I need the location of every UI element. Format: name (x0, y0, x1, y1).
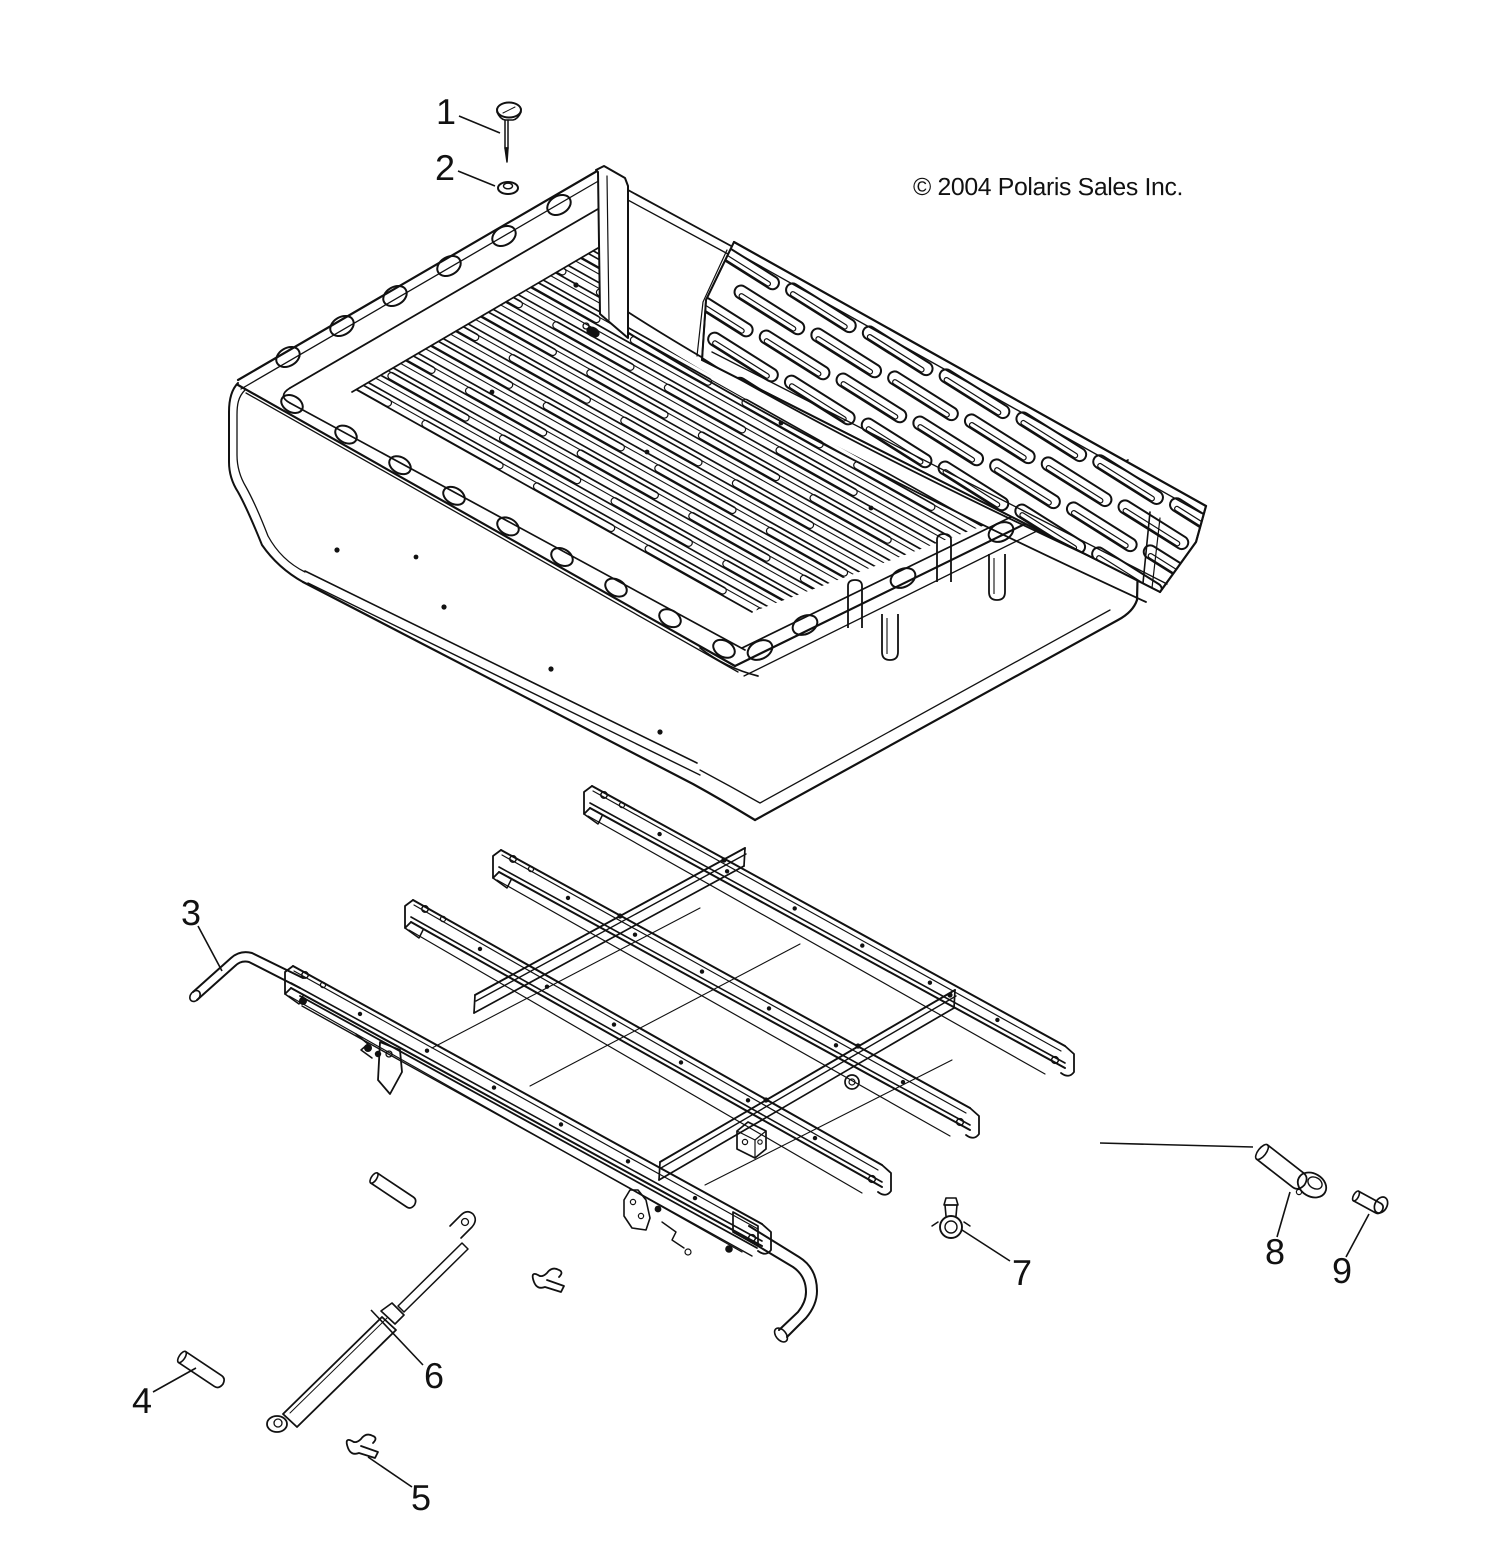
svg-text:3: 3 (181, 892, 201, 933)
svg-text:8: 8 (1265, 1231, 1285, 1272)
svg-text:© 2004 Polaris Sales Inc.: © 2004 Polaris Sales Inc. (913, 174, 1183, 201)
svg-text:2: 2 (435, 147, 455, 188)
svg-text:6: 6 (424, 1355, 444, 1396)
svg-text:4: 4 (132, 1380, 152, 1421)
svg-text:7: 7 (1012, 1252, 1032, 1293)
svg-text:9: 9 (1332, 1250, 1352, 1291)
svg-text:5: 5 (411, 1477, 431, 1518)
svg-text:1: 1 (436, 91, 456, 132)
